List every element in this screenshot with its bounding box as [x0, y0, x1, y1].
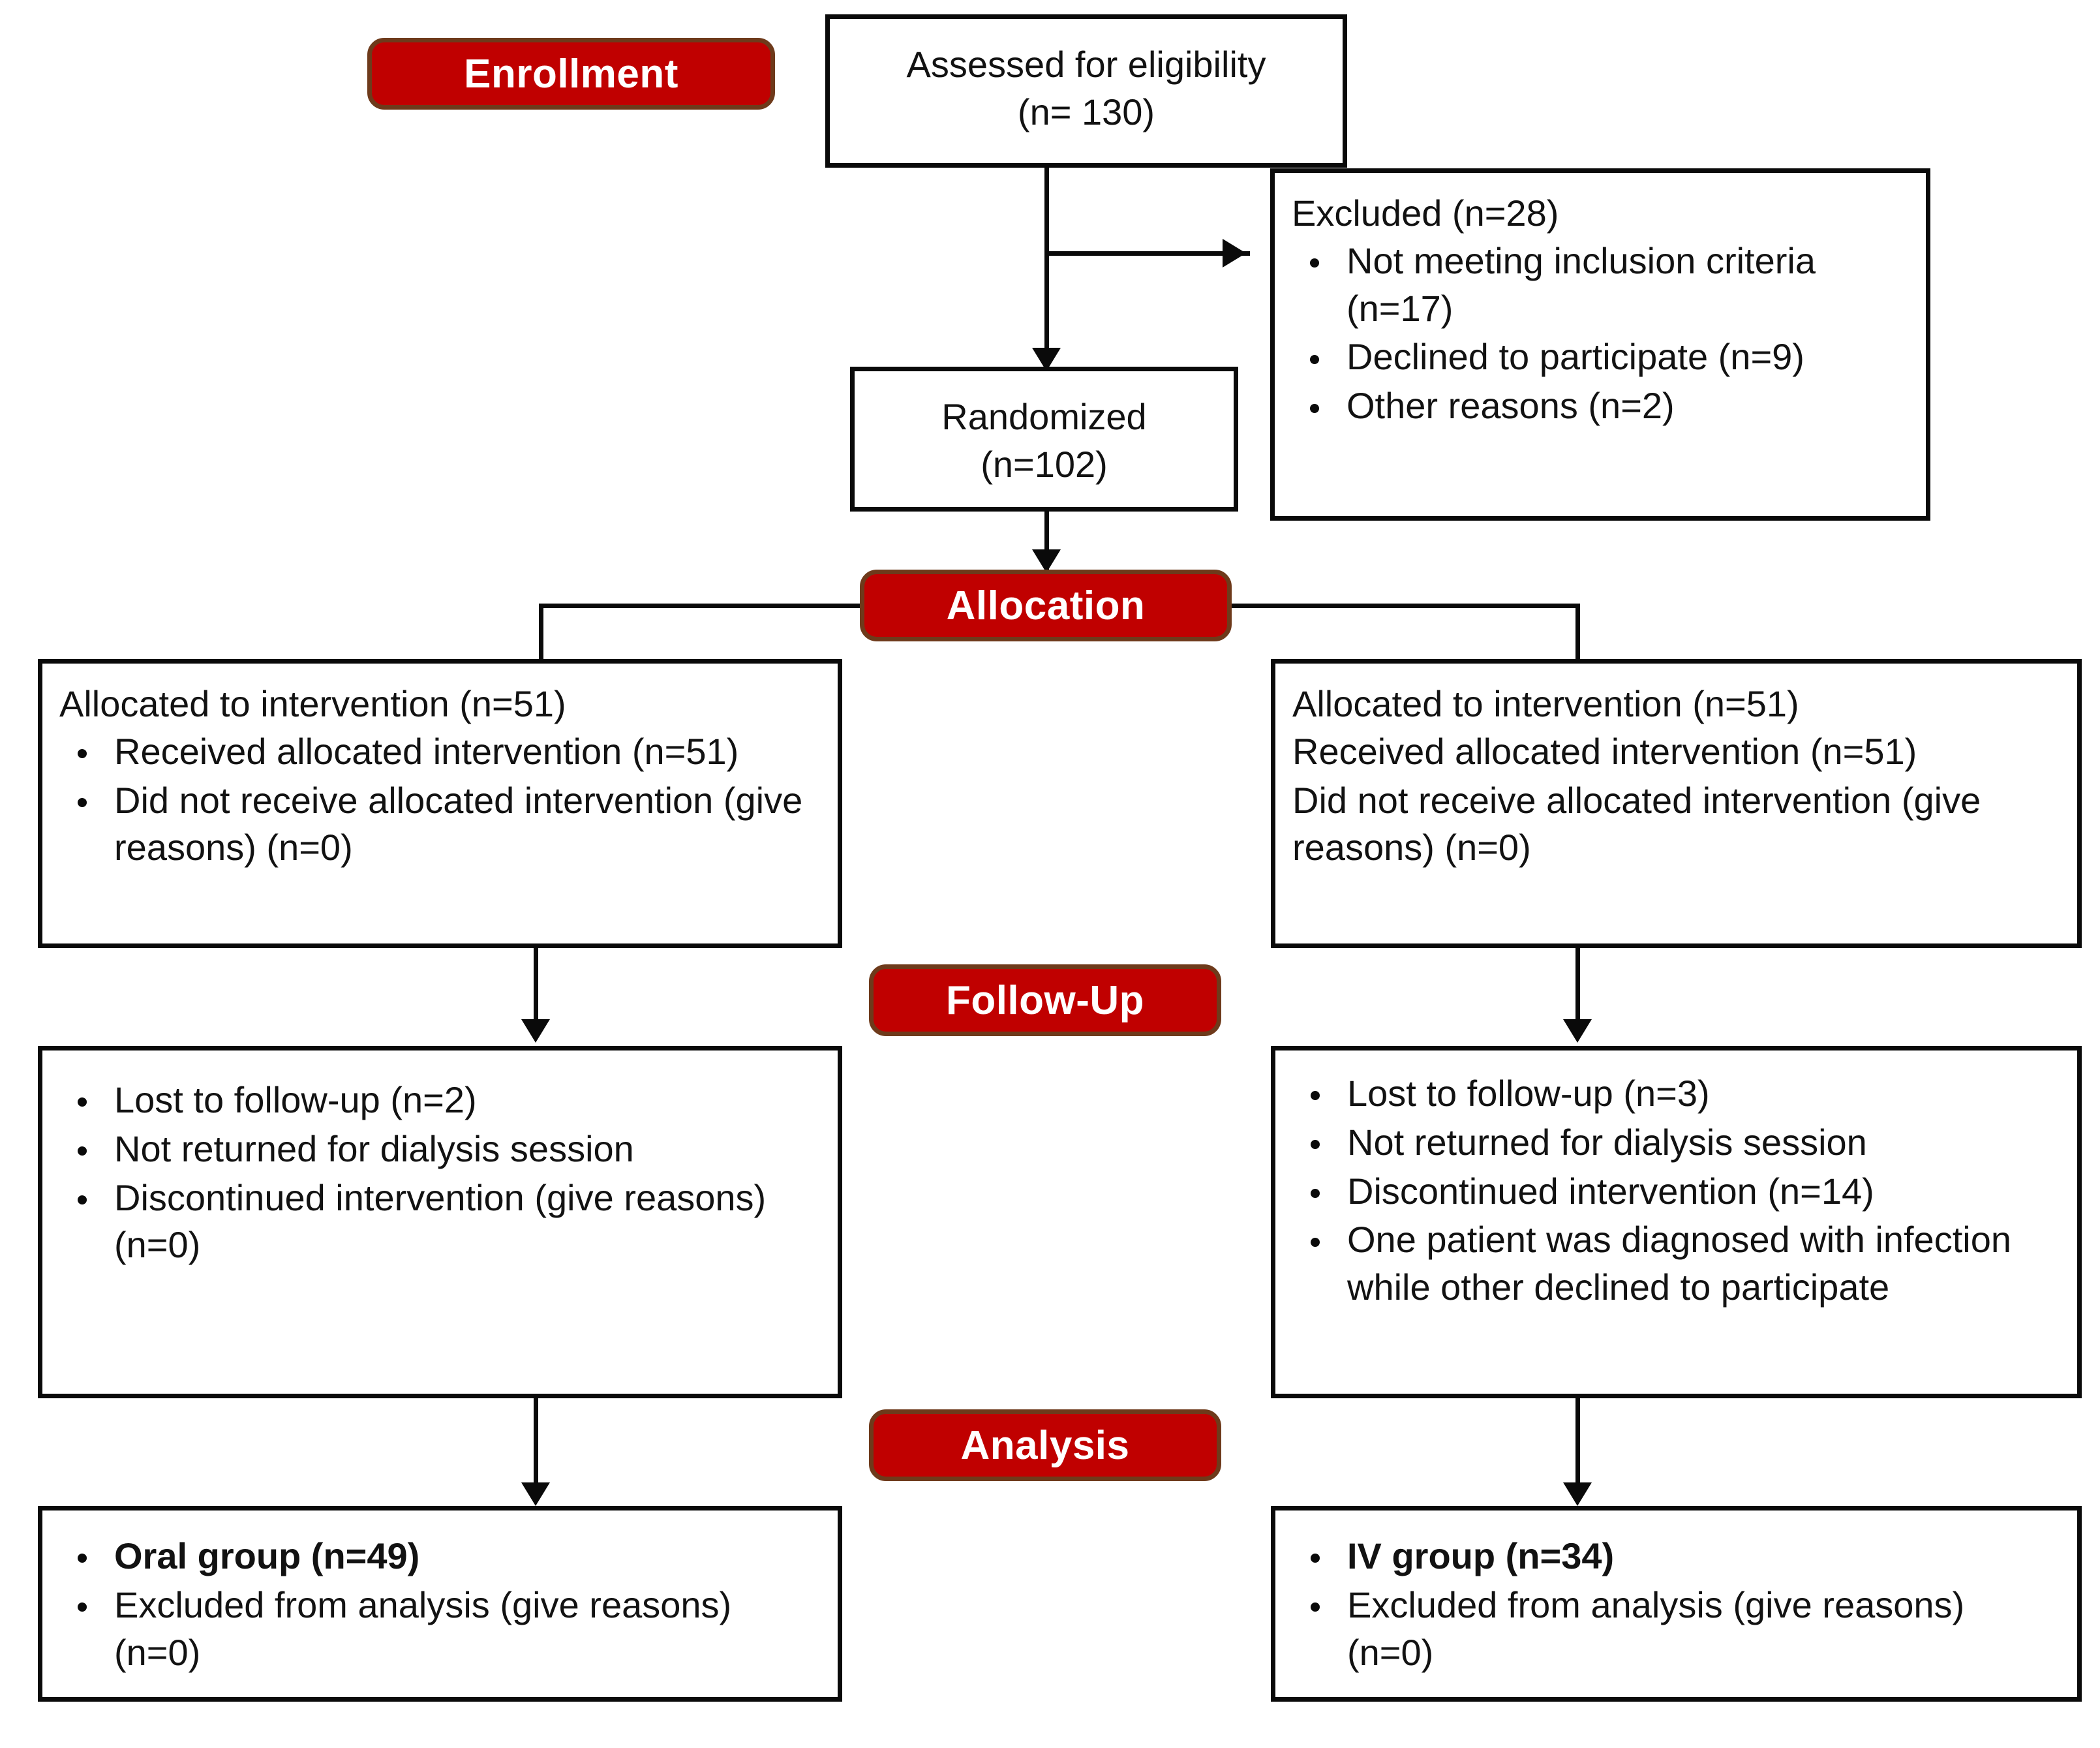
connector-allocation-drop-left	[539, 604, 543, 662]
randomized-line-2: (n=102)	[981, 443, 1108, 485]
connector-assessed-to-randomized	[1044, 168, 1049, 370]
list-item: One patient was diagnosed with infection…	[1292, 1216, 2060, 1311]
connector-allocation-bus-left	[539, 604, 862, 608]
stage-banner-analysis: Analysis	[869, 1409, 1221, 1481]
arrowhead-followup-left-to-analysis-left	[521, 1482, 550, 1506]
stage-banner-allocation: Allocation	[860, 570, 1232, 641]
box-randomized: Randomized (n=102)	[850, 367, 1238, 512]
analysis-right-list: IV group (n=34) Excluded from analysis (…	[1292, 1533, 2060, 1676]
allocation-left-list: Received allocated intervention (n=51) D…	[59, 728, 821, 872]
box-allocation-right: Allocated to intervention (n=51) Receive…	[1271, 659, 2082, 948]
followup-left-list: Lost to follow-up (n=2) Not returned for…	[59, 1077, 821, 1269]
arrowhead-randomized-to-allocation	[1032, 549, 1061, 573]
stage-banner-enrollment: Enrollment	[367, 38, 775, 110]
list-item: Did not receive allocated intervention (…	[1292, 779, 1981, 868]
box-followup-left: Lost to follow-up (n=2) Not returned for…	[38, 1046, 842, 1398]
stage-banner-followup-label: Follow-Up	[945, 977, 1145, 1023]
list-item: Did not receive allocated intervention (…	[59, 777, 821, 872]
list-item: Received allocated intervention (n=51)	[1292, 730, 1917, 772]
allocation-right-heading: Allocated to intervention (n=51)	[1292, 683, 1799, 724]
list-item: Discontinued intervention (give reasons)…	[59, 1174, 821, 1270]
list-item: Oral group (n=49)	[59, 1533, 821, 1580]
list-item: Declined to participate (n=9)	[1292, 333, 1909, 381]
excluded-reason-list: Not meeting inclusion criteria (n=17) De…	[1292, 238, 1909, 430]
list-item: Not returned for dialysis session	[1292, 1119, 2060, 1167]
list-item: Not returned for dialysis session	[59, 1126, 821, 1173]
connector-alloc-right-to-followup-right	[1575, 947, 1580, 1026]
list-item: Lost to follow-up (n=2)	[59, 1077, 821, 1124]
connector-allocation-bus-right	[1229, 604, 1580, 608]
list-item: IV group (n=34)	[1292, 1533, 2060, 1580]
allocation-right-list: Received allocated intervention (n=51) D…	[1292, 728, 2060, 872]
stage-banner-enrollment-label: Enrollment	[464, 51, 678, 97]
box-followup-right: Lost to follow-up (n=3) Not returned for…	[1271, 1046, 2082, 1398]
stage-banner-allocation-label: Allocation	[946, 583, 1146, 628]
connector-to-excluded	[1044, 251, 1250, 256]
connector-alloc-left-to-followup-left	[534, 947, 538, 1026]
arrowhead-followup-right-to-analysis-right	[1563, 1482, 1592, 1506]
list-item: Not meeting inclusion criteria (n=17)	[1292, 238, 1909, 333]
allocation-left-heading: Allocated to intervention (n=51)	[59, 683, 566, 724]
followup-right-list: Lost to follow-up (n=3) Not returned for…	[1292, 1070, 2060, 1311]
box-analysis-right: IV group (n=34) Excluded from analysis (…	[1271, 1506, 2082, 1702]
box-assessed-for-eligibility: Assessed for eligibility (n= 130)	[825, 14, 1347, 168]
arrowhead-alloc-left-to-followup-left	[521, 1019, 550, 1043]
list-item: Lost to follow-up (n=3)	[1292, 1070, 2060, 1118]
connector-followup-right-to-analysis-right	[1575, 1398, 1580, 1482]
box-allocation-left: Allocated to intervention (n=51) Receive…	[38, 659, 842, 948]
assessed-line-1: Assessed for eligibility	[906, 44, 1266, 85]
connector-allocation-drop-right	[1575, 604, 1580, 662]
box-analysis-left: Oral group (n=49) Excluded from analysis…	[38, 1506, 842, 1702]
list-item: Other reasons (n=2)	[1292, 382, 1909, 430]
connector-randomized-to-allocation	[1044, 511, 1049, 573]
stage-banner-analysis-label: Analysis	[960, 1422, 1130, 1468]
list-item: Excluded from analysis (give reasons) (n…	[1292, 1582, 2060, 1677]
list-item: Excluded from analysis (give reasons) (n…	[59, 1582, 821, 1677]
analysis-left-list: Oral group (n=49) Excluded from analysis…	[59, 1533, 821, 1676]
arrowhead-to-excluded	[1223, 239, 1246, 268]
list-item: Received allocated intervention (n=51)	[59, 728, 821, 776]
assessed-line-2: (n= 130)	[1017, 91, 1155, 132]
arrowhead-alloc-right-to-followup-right	[1563, 1019, 1592, 1043]
randomized-line-1: Randomized	[941, 396, 1147, 437]
box-excluded: Excluded (n=28) Not meeting inclusion cr…	[1270, 168, 1930, 521]
stage-banner-followup: Follow-Up	[869, 964, 1221, 1036]
excluded-heading: Excluded (n=28)	[1292, 192, 1559, 234]
list-item: Discontinued intervention (n=14)	[1292, 1168, 2060, 1216]
connector-followup-left-to-analysis-left	[534, 1398, 538, 1482]
